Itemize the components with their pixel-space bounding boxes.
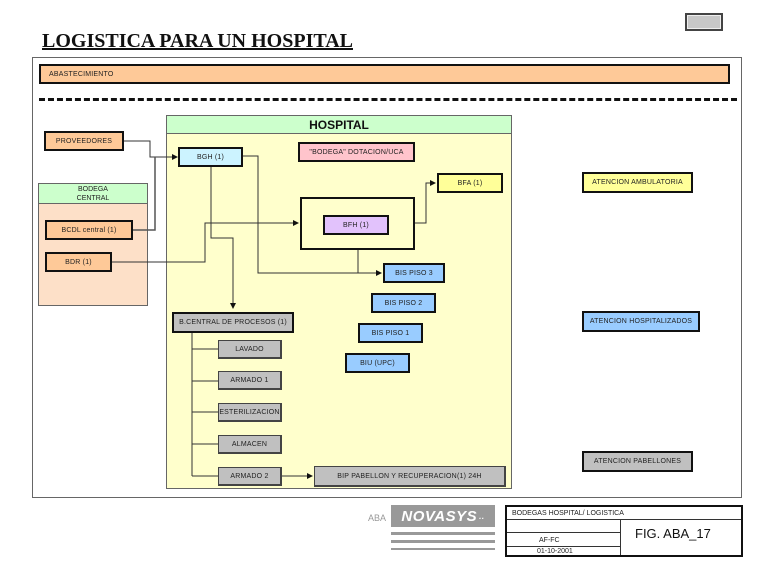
abastecimiento-bar: ABASTECIMIENTO [39, 64, 730, 84]
logo-stripe [391, 548, 495, 550]
node-bfh[interactable]: BFH (1) [323, 215, 389, 235]
node-bis-piso1[interactable]: BIS PISO 1 [358, 323, 423, 343]
logo-stripe [391, 532, 495, 535]
node-bfa[interactable]: BFA (1) [437, 173, 503, 193]
node-biu[interactable]: BIU (UPC) [345, 353, 410, 373]
window-button-icon[interactable] [685, 13, 723, 31]
title-block-date: 01-10-2001 [537, 548, 573, 555]
dashed-divider [39, 98, 737, 101]
node-bgh[interactable]: BGH (1) [178, 147, 243, 167]
title-block-divider [507, 519, 741, 520]
logo-prefix: ABA [368, 513, 387, 523]
node-bis-piso3[interactable]: BIS PISO 3 [383, 263, 445, 283]
novasys-logo: NOVASYS.. [391, 505, 495, 527]
process-item[interactable]: ARMADO 2 [218, 467, 282, 486]
node-bip[interactable]: BIP PABELLON Y RECUPERACION(1) 24H [314, 466, 506, 487]
process-item[interactable]: LAVADO [218, 340, 282, 359]
bodega-central-header: BODEGA CENTRAL [38, 183, 148, 204]
figure-label: FIG. ABA_17 [635, 526, 711, 541]
node-bcentral-procesos[interactable]: B.CENTRAL DE PROCESOS (1) [172, 312, 294, 333]
hospital-header: HOSPITAL [166, 115, 512, 134]
bodega-header-line1: BODEGA [78, 185, 108, 193]
node-bodega-dotacion[interactable]: "BODEGA" DOTACION/UCA [298, 142, 415, 162]
title-block-divider [507, 532, 620, 533]
node-bcdl-central[interactable]: BCDL central (1) [45, 220, 133, 240]
process-item[interactable]: ALMACEN [218, 435, 282, 454]
logo-stripe [391, 540, 495, 543]
title-block-divider [507, 546, 620, 547]
node-atencion-ambulatoria[interactable]: ATENCION AMBULATORIA [582, 172, 693, 193]
logo-suffix: .. [479, 511, 485, 521]
title-block-heading: BODEGAS HOSPITAL/ LOGISTICA [512, 510, 624, 517]
node-bdr[interactable]: BDR (1) [45, 252, 112, 272]
title-block-divider [620, 519, 621, 555]
node-proveedores[interactable]: PROVEEDORES [44, 131, 124, 151]
title-block-author: AF-FC [539, 537, 560, 544]
page-title: LOGISTICA PARA UN HOSPITAL [42, 30, 353, 52]
process-item[interactable]: ESTERILIZACION [218, 403, 282, 422]
logo-name: NOVASYS [401, 507, 478, 525]
title-block: BODEGAS HOSPITAL/ LOGISTICA AF-FC 01-10-… [505, 505, 743, 557]
node-atencion-pabellones[interactable]: ATENCION PABELLONES [582, 451, 693, 472]
node-atencion-hospitalizados[interactable]: ATENCION HOSPITALIZADOS [582, 311, 700, 332]
process-item[interactable]: ARMADO 1 [218, 371, 282, 390]
bodega-header-line2: CENTRAL [76, 194, 110, 202]
node-bis-piso2[interactable]: BIS PISO 2 [371, 293, 436, 313]
hospital-container [166, 115, 512, 489]
